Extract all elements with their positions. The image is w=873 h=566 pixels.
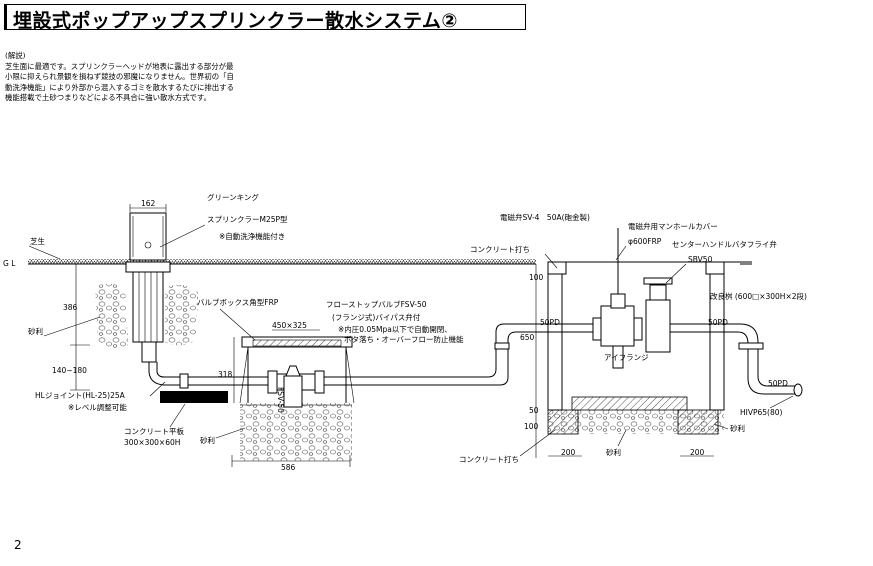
dim-head-width: 162: [141, 199, 156, 208]
dim-200-left: 200: [561, 448, 576, 457]
description-heading: (解説): [5, 51, 26, 60]
leader: [215, 427, 246, 439]
gravel-fill: [95, 283, 128, 348]
leader: [28, 245, 61, 260]
turf-label: 芝生: [30, 236, 45, 246]
valve-box-label: バルブボックス角型FRP: [197, 297, 279, 307]
butterfly-label-2: SBV50: [688, 255, 713, 264]
description-line: 動洗浄機能」により外部から混入するゴミを散水するたびに排出する: [5, 82, 234, 92]
solenoid-valve: [592, 228, 643, 369]
leader: [519, 429, 556, 457]
dim-box-450: 450×325: [272, 321, 307, 330]
leader: [615, 245, 627, 261]
leader: [544, 253, 558, 269]
leader: [169, 403, 186, 428]
title-box: 埋設式ポップアップスプリンクラー散水システム②: [4, 4, 526, 32]
concrete-top-label: コンクリート打ち: [470, 244, 530, 254]
level-adjust-label: ※レベル調整可能: [68, 402, 127, 412]
concrete-slab: [160, 391, 228, 403]
dim-140-180: 140~180: [52, 366, 87, 375]
dim-box-318: 318: [218, 370, 233, 379]
valve-label-4: ボタ落ち・オーバーフロー防止機能: [344, 334, 464, 344]
dim-box-586: 586: [281, 463, 296, 472]
sprinkler-label-1: グリーンキング: [207, 192, 259, 202]
hl-joint-label: HLジョイント(HL-25)25A: [35, 391, 126, 400]
slab-label-1: コンクリート平板: [124, 426, 184, 436]
sprinkler-label-3: ※自動洗浄機能付き: [219, 231, 285, 241]
page-number: 2: [14, 538, 22, 552]
gravel-left-label: 砂利: [28, 326, 43, 336]
description-line: 機能搭載で土砂つまりなどによる不具合に強い散水方式です。: [5, 93, 211, 103]
leader: [43, 316, 101, 337]
dim-50pd-a: 50PD: [540, 318, 560, 327]
valve-label-1: フローストップバルブFSV-50: [326, 299, 427, 309]
gravel-right-label: 砂利: [730, 423, 745, 433]
butterfly-valve: [643, 277, 673, 353]
leader: [149, 381, 166, 397]
page-title: 埋設式ポップアップスプリンクラー散水システム②: [13, 10, 459, 32]
dim-386: 386: [63, 303, 78, 312]
slab-label-2: 300×300×60H: [124, 438, 180, 447]
dim-50: 50: [529, 406, 539, 415]
gravel-fill: [165, 284, 198, 346]
riser-pipe: [487, 323, 600, 386]
supply-pipe: [179, 373, 500, 389]
dim-200-right: 200: [690, 448, 705, 457]
manhole-label: 電磁弁用マンホールカバー: [628, 221, 718, 231]
valve-label-3: ※内圧0.05Mpa以下で自動開閉、: [338, 324, 452, 334]
ring-label: 改良桝 (600□×300H×2段): [710, 291, 807, 301]
gravel-mid-label: 砂利: [200, 435, 215, 445]
dim-650: 650: [520, 333, 535, 342]
leader: [665, 263, 687, 284]
dim-100-top: 100: [529, 273, 544, 282]
sprinkler-label-2: スプリンクラーM25P型: [207, 215, 288, 224]
flange-label: アイフランジ: [604, 353, 649, 362]
concrete-bottom-label: コンクリート打ち: [459, 454, 519, 464]
outlet-pipe: [670, 323, 803, 397]
leader: [713, 423, 729, 430]
valve-box: [239, 336, 355, 461]
description-line: 芝生面に最適です。スプリンクラーヘッドが地表に露出する部分が最: [5, 61, 234, 71]
description-line: 小限に抑えられ景観を損ねず競技の邪魔になりません。世界初の「自: [5, 72, 234, 82]
leader: [769, 395, 794, 409]
manhole-size-label: φ600FRP: [628, 237, 662, 246]
gl-label: G L: [3, 259, 16, 268]
butterfly-label-1: センターハンドルバタフライ弁: [672, 239, 777, 249]
dim-50pd-c: 50PD: [768, 379, 788, 388]
hivp-label: HIVP65(80): [740, 408, 783, 417]
dim-100-bottom: 100: [524, 422, 539, 431]
leader: [159, 224, 206, 248]
flow-stop-valve: [267, 365, 325, 408]
fsv-tag: FSV-50: [276, 387, 285, 413]
leader: [617, 429, 627, 447]
dim-50pd-b: 50PD: [708, 318, 728, 327]
sprinkler-head: [125, 212, 180, 386]
valve-label-2: (フランジ式)バイパス弁付: [332, 312, 421, 322]
concrete-pit: [547, 261, 725, 435]
gravel-bottom-label: 砂利: [606, 447, 621, 457]
description: (解説) 芝生面に最適です。スプリンクラーヘッドが地表に露出する部分が最 小限に…: [5, 51, 234, 104]
leader: [219, 308, 256, 341]
solenoid-label: 電磁弁SV-4 50A(砲金製): [500, 212, 590, 222]
